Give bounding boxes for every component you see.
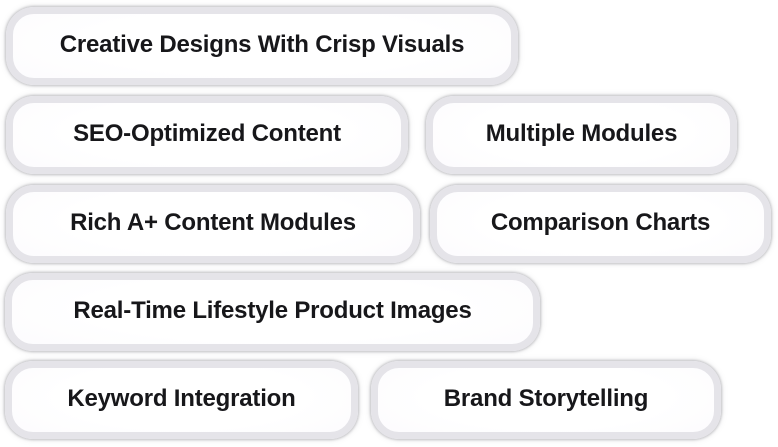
feature-pill-keyword-integration: Keyword Integration	[5, 361, 358, 439]
feature-pill-comparison-charts: Comparison Charts	[430, 185, 771, 263]
feature-pill-real-time-lifestyle-product-images: Real-Time Lifestyle Product Images	[5, 273, 540, 351]
feature-pill-label: Real-Time Lifestyle Product Images	[73, 297, 472, 324]
feature-pill-label: Brand Storytelling	[443, 385, 649, 412]
feature-pill-label: Multiple Modules	[485, 120, 678, 147]
feature-pill-label: Comparison Charts	[490, 209, 711, 236]
feature-pill-rich-a-plus-content-modules: Rich A+ Content Modules	[6, 185, 420, 263]
feature-pill-multiple-modules: Multiple Modules	[426, 96, 737, 174]
feature-pill-label: Keyword Integration	[67, 385, 296, 412]
feature-pill-label: Rich A+ Content Modules	[70, 209, 356, 236]
feature-pill-creative-designs: Creative Designs With Crisp Visuals	[6, 7, 518, 85]
feature-pill-label: Creative Designs With Crisp Visuals	[59, 31, 465, 58]
feature-pill-brand-storytelling: Brand Storytelling	[371, 361, 721, 439]
feature-pill-seo-optimized-content: SEO-Optimized Content	[6, 96, 408, 174]
feature-pill-label: SEO-Optimized Content	[73, 120, 341, 147]
